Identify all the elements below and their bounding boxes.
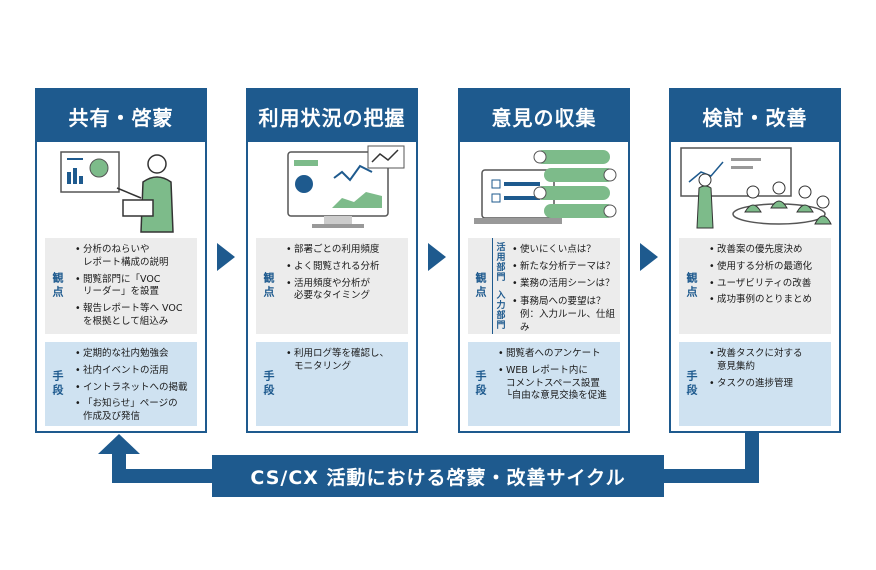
method-list: 閲覧者へのアンケート WEB レポート内に コメントスペース設置 └自由な意見交換… xyxy=(492,342,620,426)
bullet-item: イントラネットへの掲載 xyxy=(75,382,193,395)
stage-card-usage: 利用状況の把握 観点 部署ごとの利用頻度よく閲覧される分析活用頻度や分析が 必要… xyxy=(246,88,418,433)
arrow-right-icon xyxy=(217,243,235,271)
cycle-line-right xyxy=(745,433,759,478)
meeting-illustration xyxy=(671,142,839,234)
method-section: 手段 改善タスクに対する 意見集約タスクの進捗管理 xyxy=(679,342,831,426)
arrow-up-icon xyxy=(98,434,140,454)
bullet-item: よく閲覧される分析 xyxy=(286,261,404,274)
bullet-item: 新たな分析テーマは？ xyxy=(512,261,616,274)
bullet-item: 改善案の優先度決め xyxy=(709,244,827,257)
bullet-item: ユーザビリティの改善 xyxy=(709,278,827,291)
observation-section: 観点 改善案の優先度決め使用する分析の最適化ユーザビリティの改善成功事例のとりま… xyxy=(679,238,831,334)
stage-title: 意見の収集 xyxy=(460,90,628,142)
method-label: 手段 xyxy=(51,370,64,398)
bullet-item: 分析のねらいや レポート構成の説明 xyxy=(75,244,193,270)
dashboard-illustration xyxy=(248,142,416,234)
method-list: 利用ログ等を確認し、 モニタリング xyxy=(280,342,408,426)
observation-list: 改善案の優先度決め使用する分析の最適化ユーザビリティの改善成功事例のとりまとめ xyxy=(703,238,831,334)
bullet-item: WEB レポート内に コメントスペース設置 └自由な意見交換を促進 xyxy=(498,365,616,403)
bullet-item: 報告レポート等へ VOC を根拠として組込み xyxy=(75,303,193,329)
bullet-item: 「お知らせ」ページの 作成及び発信 xyxy=(75,398,193,424)
method-label: 手段 xyxy=(262,370,275,398)
observation-label: 観点 xyxy=(262,272,275,300)
bullet-item: 事務局への要望は？ 例：入力ルール、仕組み xyxy=(512,296,616,334)
method-list: 改善タスクに対する 意見集約タスクの進捗管理 xyxy=(703,342,831,426)
method-label: 手段 xyxy=(685,370,698,398)
observation-section: 観点 部署ごとの利用頻度よく閲覧される分析活用頻度や分析が 必要なタイミング xyxy=(256,238,408,334)
method-section: 手段 定期的な社内勉強会社内イベントの活用イントラネットへの掲載「お知らせ」ペー… xyxy=(45,342,197,426)
bullet-item: 改善タスクに対する 意見集約 xyxy=(709,348,827,374)
observation-label: 観点 xyxy=(51,272,64,300)
method-list: 定期的な社内勉強会社内イベントの活用イントラネットへの掲載「お知らせ」ページの … xyxy=(69,342,197,426)
observation-label: 観点 xyxy=(685,272,698,300)
observation-sub-label: 入力部門 xyxy=(492,286,507,334)
observation-list: 部署ごとの利用頻度よく閲覧される分析活用頻度や分析が 必要なタイミング xyxy=(280,238,408,334)
method-section: 手段 利用ログ等を確認し、 モニタリング xyxy=(256,342,408,426)
stage-card-feedback: 意見の収集 観点 活用部門 入力部門 使いにくい点は？ 新たな分析テーマは？ 業務の… xyxy=(458,88,630,433)
cycle-line-left xyxy=(112,452,126,483)
bullet-item: 社内イベントの活用 xyxy=(75,365,193,378)
observation-list: 事務局への要望は？ 例：入力ルール、仕組み xyxy=(506,294,620,342)
method-label: 手段 xyxy=(474,370,487,398)
bullet-item: 閲覧部門に「VOC リーダー」を設置 xyxy=(75,274,193,300)
bullet-item: 業務の活用シーンは？ xyxy=(512,278,616,291)
stage-card-share: 共有・啓蒙 観点 分析のねらいや レポート構成の説明閲覧部門に「VOC リーダー… xyxy=(35,88,207,433)
method-section: 手段 閲覧者へのアンケート WEB レポート内に コメントスペース設置 └自由な意… xyxy=(468,342,620,426)
bullet-item: タスクの進捗管理 xyxy=(709,378,827,391)
cycle-label: CS/CX 活動における啓蒙・改善サイクル xyxy=(212,455,664,497)
bullet-item: 使いにくい点は？ xyxy=(512,244,616,257)
observation-section: 観点 活用部門 入力部門 使いにくい点は？ 新たな分析テーマは？ 業務の活用シーンは… xyxy=(468,238,620,334)
observation-list: 分析のねらいや レポート構成の説明閲覧部門に「VOC リーダー」を設置報告レポー… xyxy=(69,238,197,334)
bullet-item: 使用する分析の最適化 xyxy=(709,261,827,274)
arrow-right-icon xyxy=(428,243,446,271)
bullet-item: 閲覧者へのアンケート xyxy=(498,348,616,361)
bullet-item: 定期的な社内勉強会 xyxy=(75,348,193,361)
bullet-item: 部署ごとの利用頻度 xyxy=(286,244,404,257)
observation-list: 使いにくい点は？ 新たな分析テーマは？ 業務の活用シーンは？ xyxy=(506,238,620,294)
stage-title: 検討・改善 xyxy=(671,90,839,142)
bullet-item: 活用頻度や分析が 必要なタイミング xyxy=(286,278,404,304)
observation-label: 観点 xyxy=(474,272,487,300)
bullet-item: 成功事例のとりまとめ xyxy=(709,294,827,307)
stage-title: 利用状況の把握 xyxy=(248,90,416,142)
arrow-right-icon xyxy=(640,243,658,271)
observation-sub-label: 活用部門 xyxy=(492,238,507,286)
stage-title: 共有・啓蒙 xyxy=(37,90,205,142)
observation-section: 観点 分析のねらいや レポート構成の説明閲覧部門に「VOC リーダー」を設置報告… xyxy=(45,238,197,334)
chat-illustration xyxy=(460,142,628,234)
stage-card-improve: 検討・改善 観点 改善案の優先度決め使用する分析の最適化ユーザビリティの改善成功… xyxy=(669,88,841,433)
bullet-item: 利用ログ等を確認し、 モニタリング xyxy=(286,348,404,374)
presenter-illustration xyxy=(37,142,205,234)
